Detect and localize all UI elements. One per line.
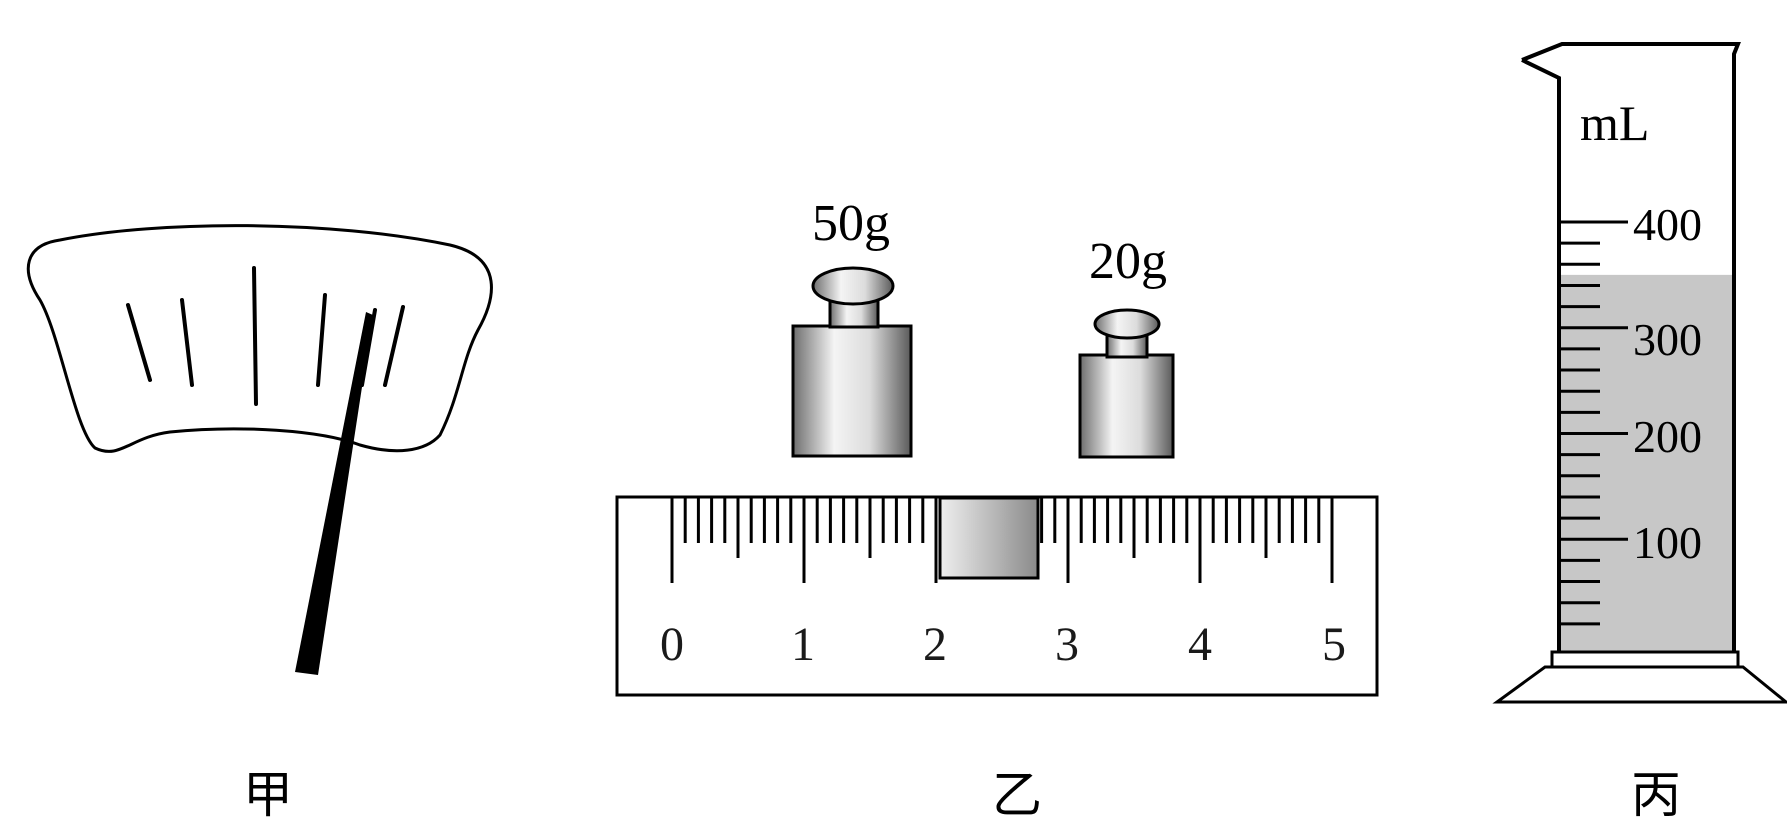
dial-ticks <box>126 266 405 406</box>
weight-20g: 20g <box>1078 233 1175 459</box>
scale-label: 400 <box>1633 199 1702 250</box>
weight-label: 50g <box>812 195 890 252</box>
caption-jia: 甲 <box>243 766 293 824</box>
ruler-label: 5 <box>1322 618 1346 671</box>
dial-needle <box>295 312 373 675</box>
ruler-rider <box>938 496 1040 580</box>
caption-bing: 丙 <box>1631 766 1681 824</box>
panel-yi: 50g 20g 0 1 2 3 4 5 乙 <box>615 195 1379 824</box>
dial-face <box>26 224 493 453</box>
ruler-label: 4 <box>1188 618 1212 671</box>
cylinder-collar <box>1550 650 1740 669</box>
liquid-column <box>1560 274 1734 655</box>
scale-label: 200 <box>1633 411 1702 462</box>
dial-tick <box>126 303 152 382</box>
ruler-label: 3 <box>1055 618 1079 671</box>
beam-ruler: 0 1 2 3 4 5 <box>615 495 1379 697</box>
panel-bing: mL 400 300 200 100 丙 <box>1492 42 1787 824</box>
ruler-label: 0 <box>660 618 684 671</box>
ruler-label: 2 <box>923 618 947 671</box>
scale-label: 100 <box>1633 517 1702 568</box>
dial-tick <box>180 298 194 387</box>
panel-jia: 甲 <box>26 224 493 824</box>
scale-label: 300 <box>1633 314 1702 365</box>
dial-tick <box>316 293 327 387</box>
weight-label: 20g <box>1089 233 1167 290</box>
ruler-label: 1 <box>791 618 815 671</box>
cylinder-ticks <box>1560 220 1628 626</box>
ruler-labels: 0 1 2 3 4 5 <box>660 618 1346 671</box>
cylinder-wall <box>1521 42 1741 655</box>
cylinder-base <box>1492 665 1787 704</box>
weight-50g: 50g <box>791 195 913 458</box>
dial-tick <box>383 305 405 387</box>
dial-tick <box>252 266 258 406</box>
unit-label: mL <box>1580 95 1649 151</box>
cylinder-scale-labels: 400 300 200 100 <box>1633 199 1702 568</box>
caption-yi: 乙 <box>992 766 1042 824</box>
